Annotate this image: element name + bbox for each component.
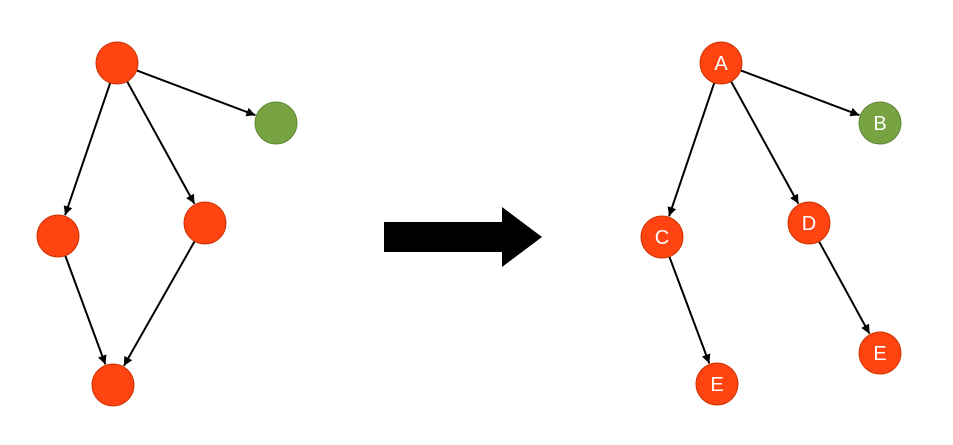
dag-node-n2 [254,101,298,145]
dag-edge-n1-n4 [125,80,196,205]
tree-edge-t1-t2 [739,69,860,117]
transform-arrow-icon [384,207,542,267]
node-label: A [714,53,728,75]
dag-edge-n1-n3 [63,81,112,216]
dag-edge-n3-n5 [63,254,107,365]
dag-node-n1 [95,41,139,85]
node-label: B [873,113,886,135]
node-circle [91,363,135,407]
node-circle [36,214,80,258]
tree-edge-t4-t6 [817,240,871,335]
tree-node-t5: E [695,362,739,406]
node-circle [695,362,739,406]
dag-edge-n1-n2 [135,69,256,117]
tree-edge-t1-t4 [729,80,800,205]
tree-node-t2: B [858,101,902,145]
node-label: C [655,227,669,249]
tree-node-t6: E [858,331,902,375]
tree-node-t3: C [640,215,684,259]
tree-edge-t3-t5 [668,255,711,364]
tree-node-t1: A [699,41,743,85]
node-circle [640,215,684,259]
node-circle [699,41,743,85]
node-label: E [710,374,723,396]
nodes-layer: A B C D E E [36,41,902,407]
dag-node-n3 [36,214,80,258]
edges-layer [63,69,871,367]
node-label: E [873,343,886,365]
dag-node-n4 [183,201,227,245]
tree-node-t4: D [787,201,831,245]
node-circle [858,331,902,375]
node-circle [254,101,298,145]
dag-node-n5 [91,363,135,407]
node-circle [787,201,831,245]
node-circle [183,201,227,245]
tree-edge-t1-t3 [667,81,716,217]
node-circle [858,101,902,145]
node-label: D [802,213,816,235]
dag-edge-n4-n5 [122,239,196,367]
node-circle [95,41,139,85]
